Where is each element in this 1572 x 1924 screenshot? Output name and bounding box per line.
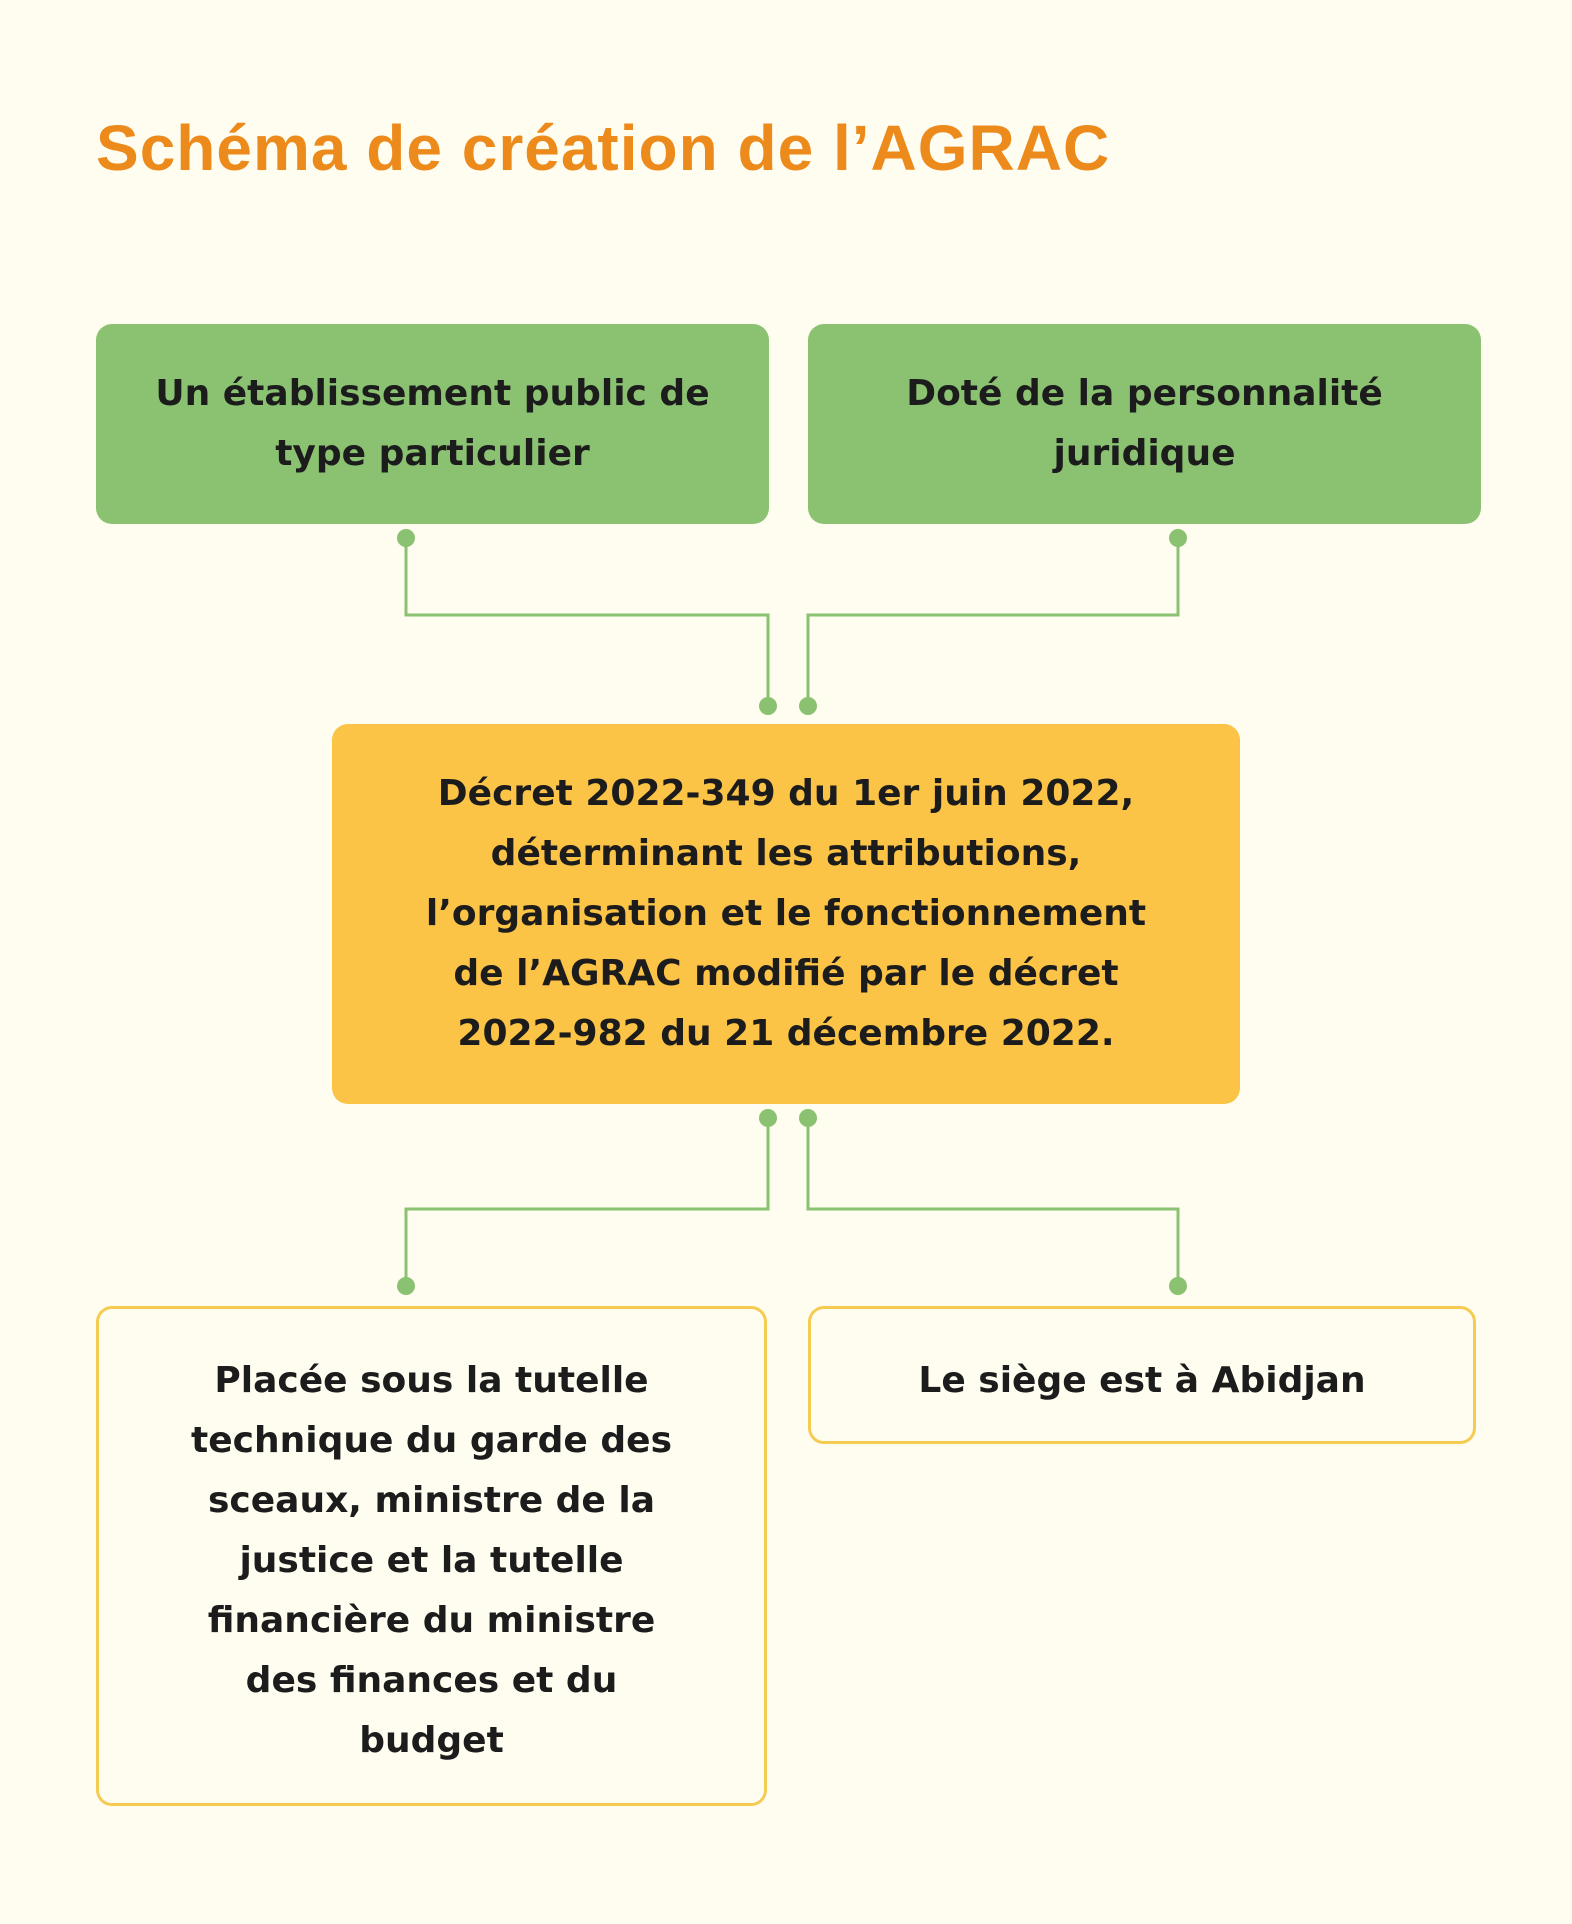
node-public-establishment: Un établissement public de type particul… [96,324,769,524]
connector-dot [799,697,817,715]
node-legal-personality: Doté de la personnalité juridique [808,324,1481,524]
connector-dot [397,1277,415,1295]
node-legal-personality-text: Doté de la personnalité juridique [906,373,1383,474]
node-decree-text: Décret 2022-349 du 1er juin 2022, déterm… [425,773,1147,1054]
connector-dot [397,529,415,547]
connector-decree-to-tutelle [404,1118,770,1286]
connector-dot [759,697,777,715]
node-supervision-text: Placée sous la tutelle technique du gard… [191,1360,672,1761]
node-supervision: Placée sous la tutelle technique du gard… [96,1306,767,1806]
node-decree: Décret 2022-349 du 1er juin 2022, déterm… [332,724,1240,1104]
node-public-establishment-text: Un établissement public de type particul… [155,373,710,474]
node-headquarters: Le siège est à Abidjan [808,1306,1476,1444]
connector-establishment-to-decree [404,538,770,706]
page-title: Schéma de création de l’AGRAC [96,112,1111,184]
connector-dot [1169,529,1187,547]
node-headquarters-text: Le siège est à Abidjan [918,1360,1366,1401]
connector-dot [1169,1277,1187,1295]
connector-dot [759,1109,777,1127]
connector-decree-to-siege [806,1118,1180,1286]
connector-dot [799,1109,817,1127]
connector-personality-to-decree [806,538,1180,706]
